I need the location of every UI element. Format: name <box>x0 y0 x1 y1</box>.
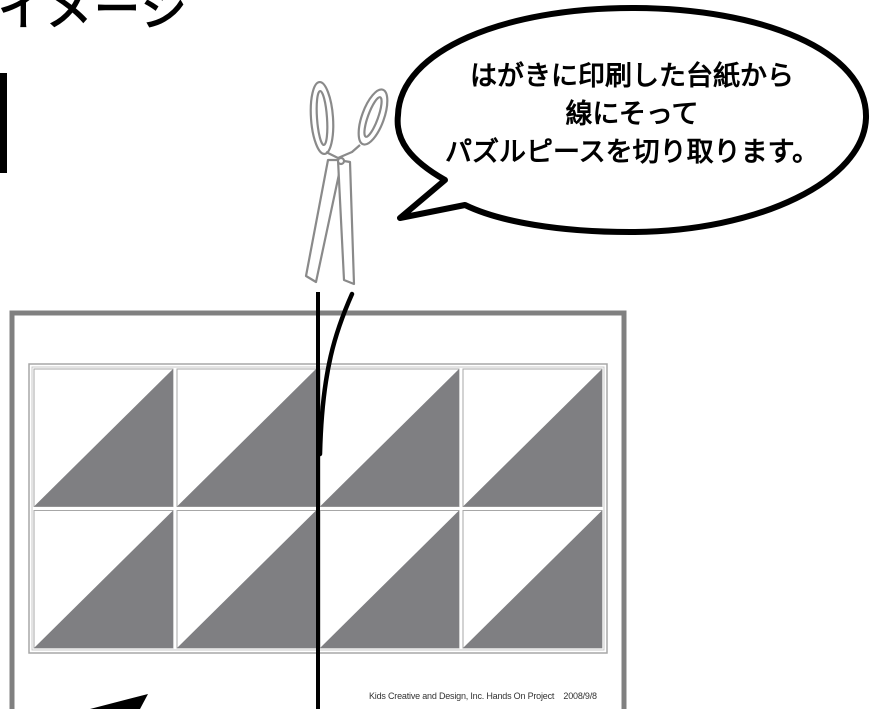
scissors-icon <box>304 80 389 286</box>
page-heading: イメージ <box>0 0 190 36</box>
puzzle-piece-triangle <box>177 369 316 507</box>
puzzle-piece-triangle <box>320 510 459 648</box>
puzzle-piece <box>462 368 603 507</box>
puzzle-piece <box>176 510 317 649</box>
puzzle-piece-triangle <box>320 369 459 507</box>
speech-bubble-line-2: 線にそって <box>565 99 699 130</box>
puzzle-piece <box>33 368 174 507</box>
speech-bubble-text: はがきに印刷した台紙から 線にそって パズルピースを切り取ります。 <box>400 58 864 172</box>
puzzle-piece-triangle <box>463 510 602 648</box>
puzzle-grid <box>33 368 603 649</box>
cut-line-curve <box>317 291 355 457</box>
puzzle-piece-triangle <box>177 510 316 648</box>
puzzle-piece-triangle <box>463 369 602 507</box>
card-credit-date: 2008/9/8 <box>563 691 597 701</box>
speech-bubble-shape <box>394 5 870 235</box>
side-bracket-bar <box>0 73 7 173</box>
puzzle-piece <box>319 368 460 507</box>
puzzle-piece <box>176 368 317 507</box>
speech-bubble-line-3: パズルピースを切り取ります。 <box>445 137 819 168</box>
speech-bubble-line-1: はがきに印刷した台紙から <box>470 61 794 92</box>
puzzle-piece <box>319 510 460 649</box>
speech-bubble <box>394 5 870 235</box>
card-credit-text: Kids Creative and Design, Inc. Hands On … <box>369 691 555 701</box>
card-footer-credit: Kids Creative and Design, Inc. Hands On … <box>369 691 597 701</box>
puzzle-piece-triangle <box>34 369 173 507</box>
puzzle-piece-triangle <box>34 510 173 648</box>
arrow-fragment <box>90 694 148 709</box>
puzzle-piece <box>462 510 603 649</box>
puzzle-piece <box>33 510 174 649</box>
